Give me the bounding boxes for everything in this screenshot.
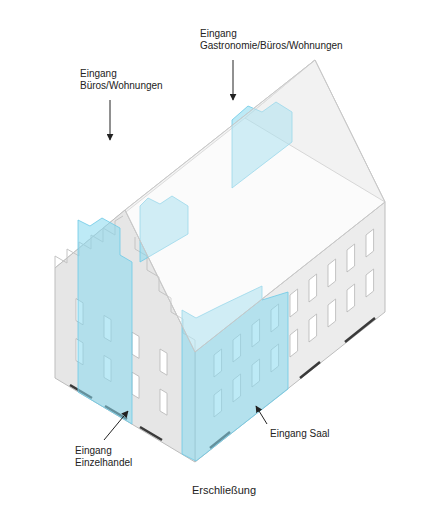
leader-arrows	[104, 60, 267, 440]
caption: Erschließung	[0, 484, 448, 497]
entrance-label: Eingang Büros/Wohnungen	[80, 68, 175, 92]
entrance-label: Eingang Einzelhandel	[75, 445, 150, 469]
entrance-label: Eingang Saal	[270, 428, 360, 440]
roof-plane	[125, 60, 385, 352]
entrance-label: Eingang Gastronomie/Büros/Wohnungen	[200, 28, 365, 52]
